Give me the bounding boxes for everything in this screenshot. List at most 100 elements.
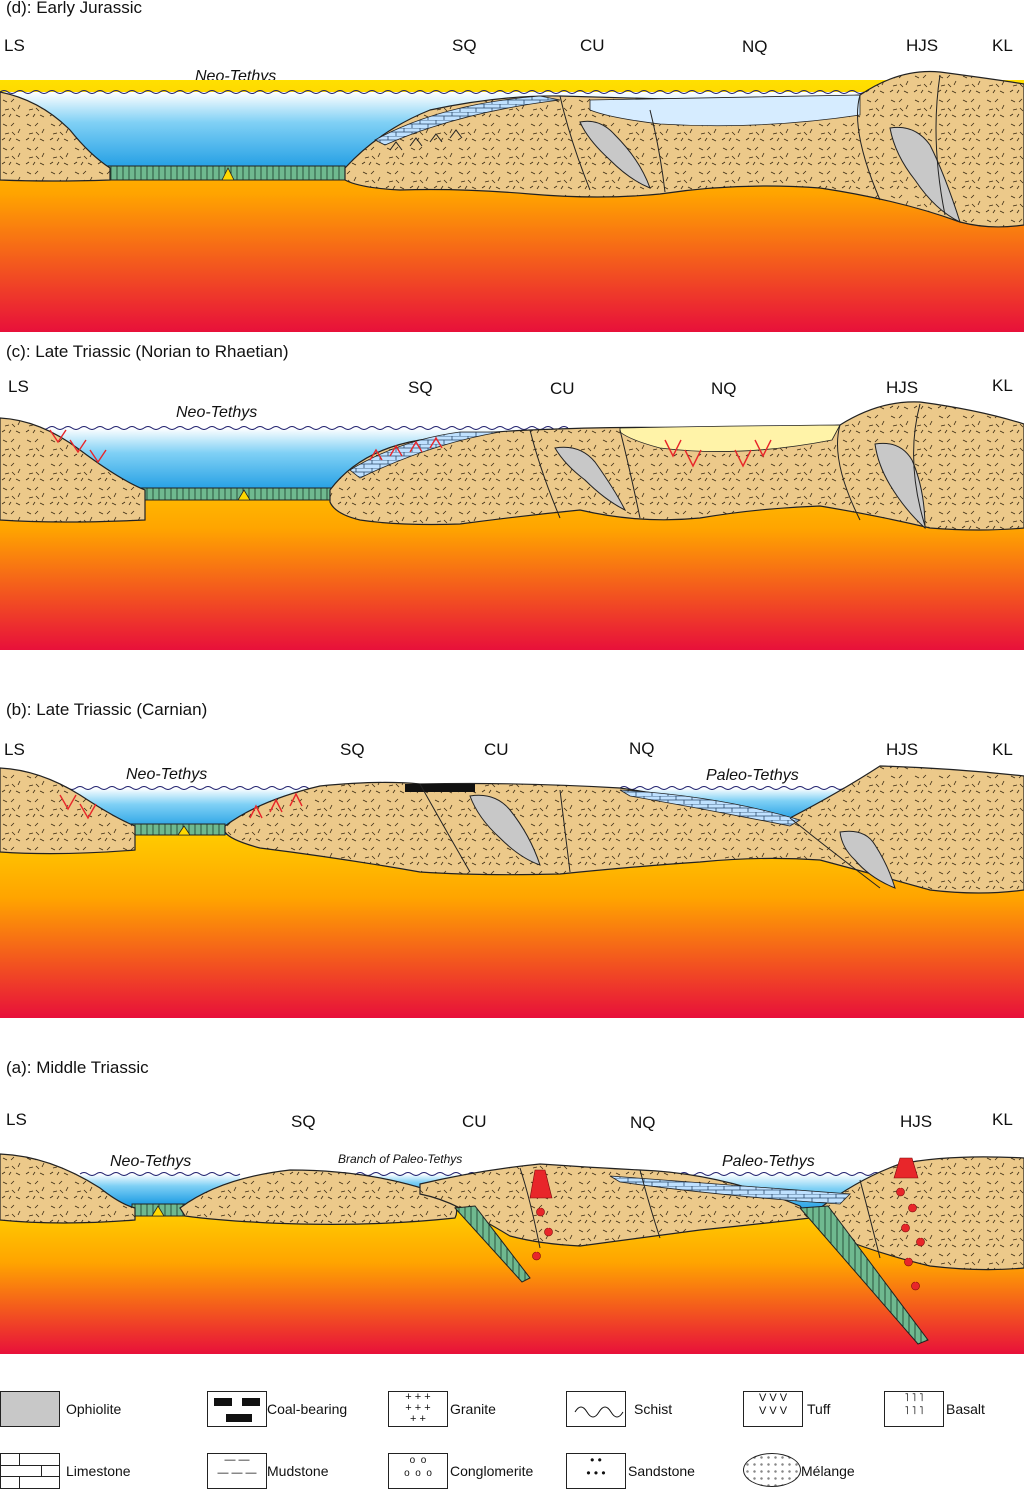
panel-title: (a): Middle Triassic (6, 1058, 149, 1077)
ophiolite-hjs (839, 830, 896, 889)
legend-label: Granite (450, 1401, 496, 1417)
red-faults (49, 429, 772, 468)
region-label-kl: KL (992, 740, 1013, 759)
cross-section-a (0, 1153, 1024, 1354)
legend-label: Basalt (946, 1401, 985, 1417)
ridge (177, 825, 191, 836)
subducting-slab-cu (453, 1205, 531, 1283)
region-label-ls: LS (4, 740, 25, 759)
region-label-hjs: HJS (886, 740, 919, 759)
region-label-hjs: HJS (886, 378, 919, 397)
region-label-sq: SQ (452, 36, 477, 55)
region-label-cu: CU (550, 379, 575, 398)
suture-lines (529, 403, 926, 527)
crust-main (224, 765, 1024, 894)
legend-label: Coal-bearing (267, 1401, 348, 1417)
ophiolite-cu (579, 120, 651, 189)
ridge (237, 489, 251, 501)
region-label-sq: SQ (408, 378, 433, 397)
subducting-slab-hjs (798, 1205, 929, 1345)
faults-sq (389, 129, 463, 151)
tuff-conglomerate-nq (619, 424, 841, 452)
suture-lines (519, 1167, 881, 1259)
magma-cu (529, 1169, 553, 1261)
ocean-label-branch-paleo-tethys: Branch of Paleo-Tethys (338, 1152, 463, 1166)
sea-level-wave (0, 426, 569, 430)
region-label-cu: CU (484, 740, 509, 759)
region-label-nq: NQ (742, 37, 768, 56)
limestone-swatch-icon (0, 1453, 60, 1489)
ridge (221, 167, 235, 181)
crust-ls (0, 417, 146, 523)
legend-label: Mélange (801, 1463, 855, 1479)
sandstone-swatch-icon: • •• • • (566, 1453, 626, 1489)
panel-late-triassic-norian: (c): Late Triassic (Norian to Rhaetian) … (0, 340, 1024, 660)
ophiolite-hjs (874, 442, 926, 530)
crust-ls (0, 91, 111, 182)
ophiolite-cu (469, 794, 541, 866)
ophiolite-cu (554, 446, 627, 512)
melange-swatch-icon (743, 1453, 801, 1487)
ocean-label-neo-tethys: Neo-Tethys (126, 766, 208, 783)
ocean-label-paleo-tethys: Paleo-Tethys (706, 767, 799, 784)
legend-label: Conglomerite (450, 1463, 534, 1479)
region-label-ls: LS (4, 36, 25, 55)
magma-hjs (893, 1157, 925, 1291)
schist-swatch-icon (566, 1391, 626, 1427)
region-label-kl: KL (992, 376, 1013, 395)
mudstone-swatch-icon: — —— — — (207, 1453, 267, 1489)
red-faults (59, 792, 303, 820)
region-label-sq: SQ (291, 1112, 316, 1131)
region-label-hjs: HJS (906, 36, 939, 55)
cross-section-b (0, 765, 1024, 1018)
region-label-ls: LS (6, 1110, 27, 1129)
sea-level-wave-neo (59, 786, 325, 790)
ocean-label-neo-tethys: Neo-Tethys (110, 1153, 192, 1170)
coal-swatch-icon (207, 1391, 267, 1427)
oceanic-crust (139, 487, 336, 501)
region-label-cu: CU (580, 36, 605, 55)
coal-bearing-band (405, 784, 475, 792)
legend-label: Limestone (66, 1463, 131, 1479)
legend-label: Ophiolite (66, 1401, 122, 1417)
paleo-sediment (619, 789, 801, 827)
sediment-nq (589, 94, 861, 127)
cross-section-c (0, 401, 1024, 650)
suture-lines (559, 74, 946, 216)
region-label-ls: LS (8, 377, 29, 396)
region-label-kl: KL (992, 1110, 1013, 1129)
sea-level-wave (0, 90, 865, 94)
legend-label: Sandstone (628, 1463, 695, 1479)
legend: Ophiolite Coal-bearing + + ++ + ++ + Gra… (0, 1385, 1024, 1492)
region-label-nq: NQ (629, 739, 655, 758)
sea-level-wave-branch (339, 1172, 477, 1176)
panel-early-jurassic: (d): Early Jurassic LS SQ CU NQ HJS KL N… (0, 0, 1024, 335)
panel-title: (c): Late Triassic (Norian to Rhaetian) (6, 342, 289, 361)
ocean-label-paleo-tethys: Paleo-Tethys (722, 1153, 815, 1170)
region-label-kl: KL (992, 36, 1013, 55)
cross-section-d (0, 70, 1024, 332)
crust-ls (0, 1153, 136, 1224)
ophiolite-hjs (889, 126, 961, 223)
region-label-sq: SQ (340, 740, 365, 759)
crust-ls (0, 767, 136, 855)
paleo-sediment (609, 1175, 851, 1205)
ridge (151, 1205, 165, 1217)
limestone-cover (374, 95, 561, 146)
granite-swatch-icon: + + ++ + ++ + (388, 1391, 448, 1427)
ophiolite-swatch-icon (0, 1391, 60, 1427)
region-label-hjs: HJS (900, 1112, 933, 1131)
suture-lines (419, 783, 881, 889)
panel-late-triassic-carnian: (b): Late Triassic (Carnian) LS SQ CU NQ… (0, 700, 1024, 1020)
region-label-nq: NQ (711, 379, 737, 398)
sea-level-wave-neo (79, 1172, 241, 1176)
limestone-cover (349, 431, 501, 479)
legend-label: Schist (634, 1401, 673, 1417)
sea-level-wave-paleo (619, 786, 845, 790)
basalt-swatch-icon: ˥ ˥ ˥˥ ˥ ˥ (884, 1391, 944, 1427)
panel-title: (d): Early Jurassic (6, 0, 143, 17)
legend-label: Mudstone (267, 1463, 329, 1479)
panel-middle-triassic: (a): Middle Triassic LS SQ CU NQ HJS KL … (0, 1058, 1024, 1358)
